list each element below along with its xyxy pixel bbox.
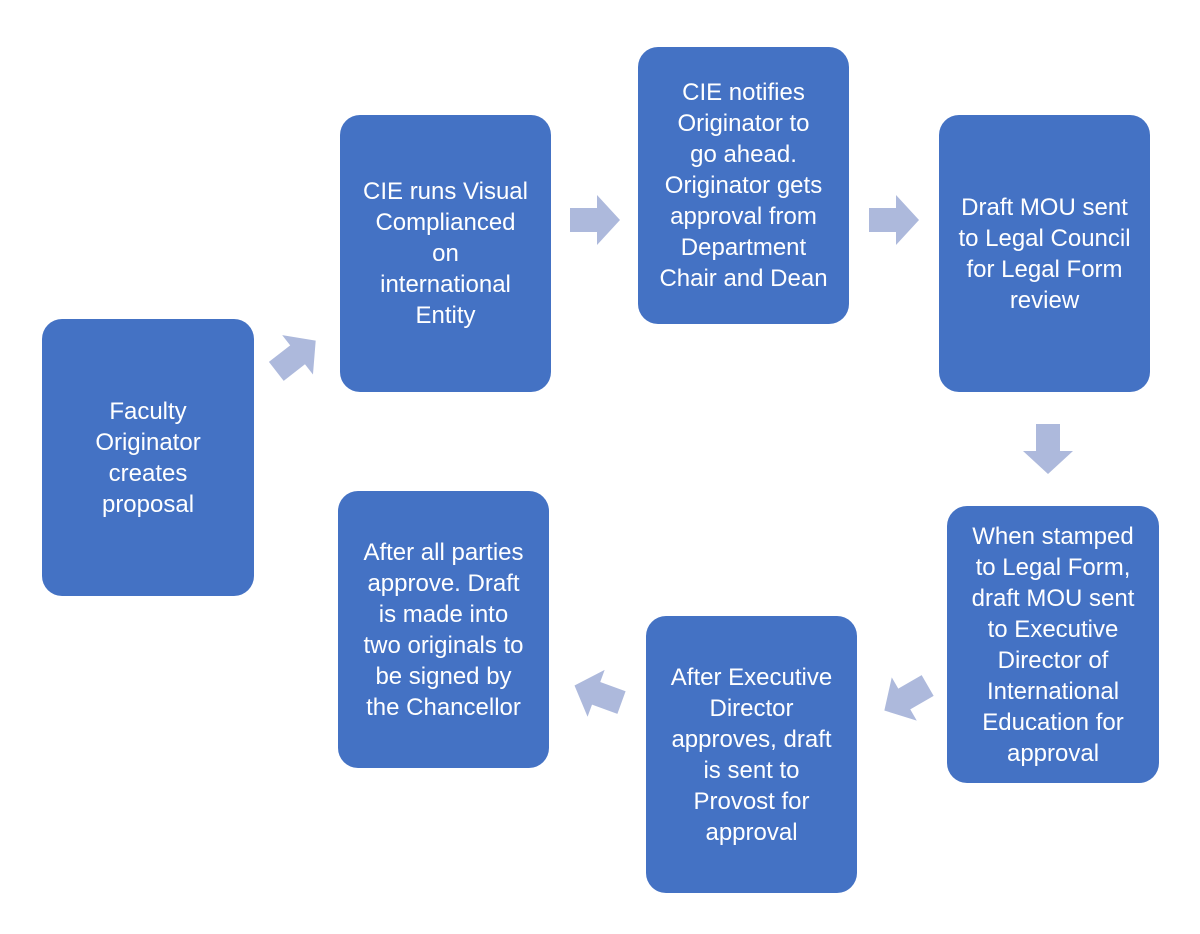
step-box-legal-council-review: Draft MOU sent to Legal Council for Lega… bbox=[939, 115, 1150, 392]
step-box-provost-approval: After Executive Director approves, draft… bbox=[646, 616, 857, 893]
step-box-cie-visual-compliance: CIE runs Visual Complianced on internati… bbox=[340, 115, 551, 392]
arrow-icon bbox=[570, 195, 620, 245]
arrow-icon bbox=[869, 195, 919, 245]
step-box-cie-notifies-originator: CIE notifies Originator to go ahead. Ori… bbox=[638, 47, 849, 324]
arrow-icon bbox=[881, 673, 934, 723]
arrow-icon bbox=[1023, 424, 1073, 474]
arrow-icon bbox=[268, 331, 321, 381]
step-text: CIE notifies Originator to go ahead. Ori… bbox=[659, 79, 828, 292]
step-text: Draft MOU sent to Legal Council for Lega… bbox=[958, 193, 1131, 314]
step-text: When stamped to Legal Form, draft MOU se… bbox=[971, 522, 1135, 767]
step-text: Faculty Originator creates proposal bbox=[95, 397, 201, 518]
step-box-executive-director-approval: When stamped to Legal Form, draft MOU se… bbox=[947, 506, 1159, 783]
arrow-icon bbox=[573, 669, 626, 719]
step-text: After all parties approve. Draft is made… bbox=[363, 538, 524, 721]
step-box-faculty-originator: Faculty Originator creates proposal bbox=[42, 319, 254, 596]
step-text: After Executive Director approves, draft… bbox=[670, 663, 833, 846]
step-text: CIE runs Visual Complianced on internati… bbox=[363, 178, 528, 329]
step-box-chancellor-signing: After all parties approve. Draft is made… bbox=[338, 491, 549, 768]
